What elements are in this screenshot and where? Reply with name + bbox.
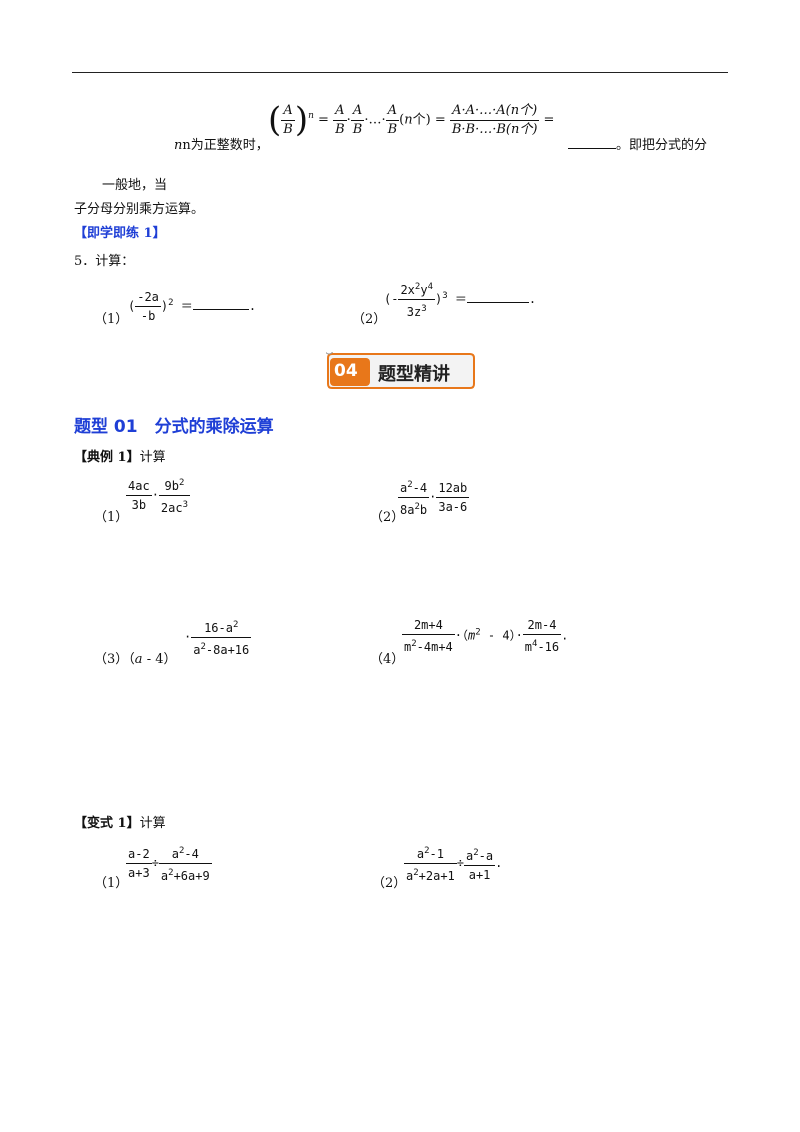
example-heading-label: 【典例 1】 bbox=[74, 450, 140, 465]
blank-note: 。即把分式的分 bbox=[616, 138, 708, 153]
example-label-3: （3）（a - 4） bbox=[94, 652, 177, 667]
banner-number: 04 bbox=[334, 361, 358, 381]
continuation-text: 子分母分别乘方运算。 bbox=[74, 202, 205, 217]
example-label-4: （4） bbox=[370, 652, 405, 667]
banner-text: 题型精讲 bbox=[378, 364, 450, 385]
variant-label-2: （2） bbox=[372, 876, 407, 891]
section-banner: 04 题型精讲 bbox=[324, 345, 476, 390]
example-heading: 【典例 1】计算 bbox=[74, 446, 166, 465]
question-5: 5．计算： bbox=[74, 254, 135, 269]
section-title: 题型 01 分式的乘除运算 bbox=[74, 417, 274, 437]
variant-label-1: （1） bbox=[94, 876, 129, 891]
banner-shape-icon bbox=[324, 345, 475, 389]
variant-heading-label: 【变式 1】 bbox=[74, 816, 140, 831]
practice-label-1: （1） bbox=[94, 312, 129, 327]
variant-verb: 计算 bbox=[139, 816, 166, 831]
variant-heading: 【变式 1】计算 bbox=[74, 812, 166, 831]
condition-text: nn为正整数时， bbox=[174, 138, 269, 153]
formula-blank-line[interactable]: 。即把分式的分 bbox=[568, 134, 707, 153]
practice-expr-1: (-2a-b)2 ＝. bbox=[128, 290, 257, 323]
example-verb: 计算 bbox=[139, 450, 166, 465]
practice-heading: 【即学即练 1】 bbox=[74, 226, 166, 241]
practice-label-2: （2） bbox=[352, 312, 387, 327]
example-label-2: （2） bbox=[370, 510, 405, 525]
header-rule bbox=[72, 72, 728, 73]
general-text: 一般地，当 bbox=[102, 178, 168, 193]
example-label-1: （1） bbox=[94, 510, 129, 525]
